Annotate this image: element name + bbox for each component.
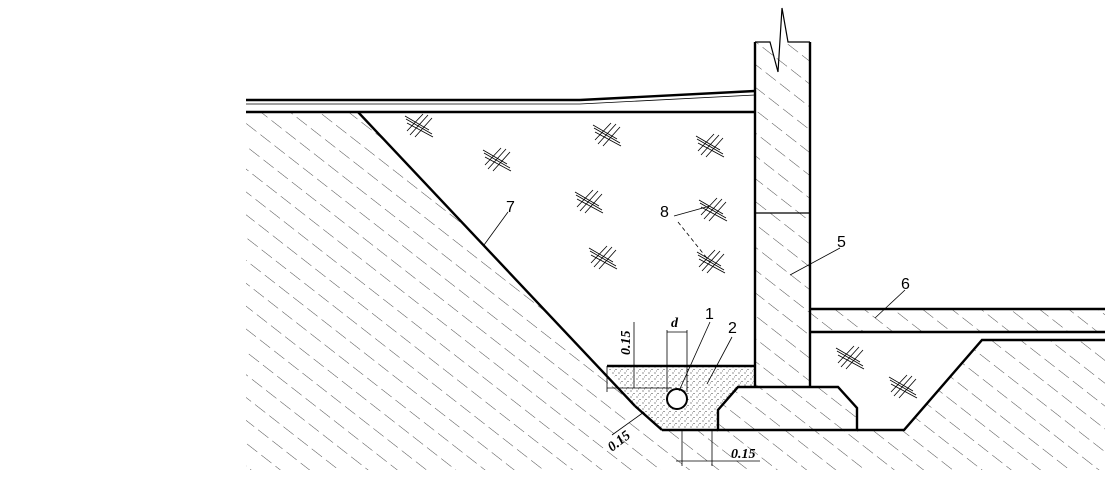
- backfill-mark: [574, 189, 604, 214]
- label-backfill: 8: [660, 204, 669, 221]
- leader-backfill-a: [673, 205, 711, 217]
- pavement-right: [810, 309, 1105, 332]
- backfill-mark: [588, 245, 618, 270]
- slope-bottom-chamfer: [634, 405, 663, 431]
- wall-outline: [753, 42, 812, 387]
- backfill-mark: [404, 113, 434, 138]
- backfill-mark: [482, 147, 512, 172]
- dim-pipe-diameter: d: [671, 316, 679, 331]
- leader-backfill-b: [677, 221, 711, 263]
- leader-wall: [789, 247, 841, 276]
- natural-ground-left: [246, 112, 712, 470]
- label-pipe: 1: [705, 306, 714, 323]
- label-wall: 5: [837, 234, 846, 251]
- label-slope: 7: [506, 199, 515, 216]
- backfill-mark: [698, 197, 728, 222]
- backfill-mark: [696, 249, 726, 274]
- dim-side-leader: [611, 411, 645, 436]
- drain-pipe: [666, 388, 688, 410]
- dim-bottom-offset: 0.15: [731, 447, 756, 462]
- dim-top-cover: 0.15: [619, 331, 634, 356]
- top-pavement-inner-slope: [579, 94, 756, 105]
- leader-pipe: [678, 321, 711, 392]
- wall-footing: [718, 387, 857, 430]
- wall-stem: [755, 42, 810, 387]
- leader-filter: [706, 336, 733, 385]
- backfill-mark: [695, 133, 725, 158]
- natural-ground-right: [712, 340, 1105, 470]
- label-pavement: 6: [901, 276, 910, 293]
- leader-pavement: [874, 289, 906, 319]
- backfill-mark: [592, 122, 622, 147]
- right-excavation-line: [857, 338, 1105, 432]
- backfill-mark: [888, 374, 918, 399]
- backfill-mark: [835, 345, 865, 370]
- top-pavement-slope-line: [579, 89, 756, 102]
- leader-slope: [483, 211, 509, 246]
- wall-break-symbol: [755, 7, 810, 73]
- label-filter-layer: 2: [728, 320, 737, 337]
- excavation-slope: [357, 111, 636, 407]
